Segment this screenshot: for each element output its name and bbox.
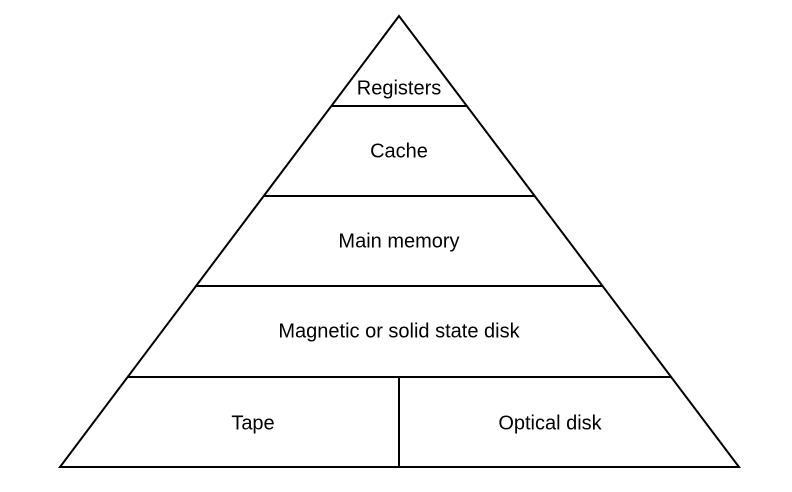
tier-label-cache: Cache [370,140,428,162]
tier-label-disk: Magnetic or solid state disk [278,320,520,342]
tier-label-tape: Tape [231,412,274,434]
tier-label-main-memory: Main memory [338,230,459,252]
tier-label-registers: Registers [357,77,441,99]
tier-label-optical-disk: Optical disk [498,412,602,434]
